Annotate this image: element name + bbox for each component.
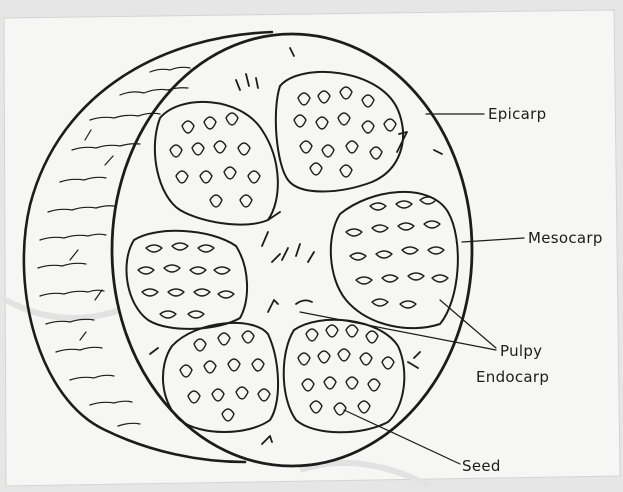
paper-sheet [4, 10, 620, 486]
label-epicarp: Epicarp [488, 105, 546, 123]
label-mesocarp: Mesocarp [528, 229, 603, 247]
label-pulpy: Pulpy [500, 342, 542, 360]
label-seed: Seed [462, 457, 501, 475]
label-endocarp: Endocarp [476, 368, 549, 386]
